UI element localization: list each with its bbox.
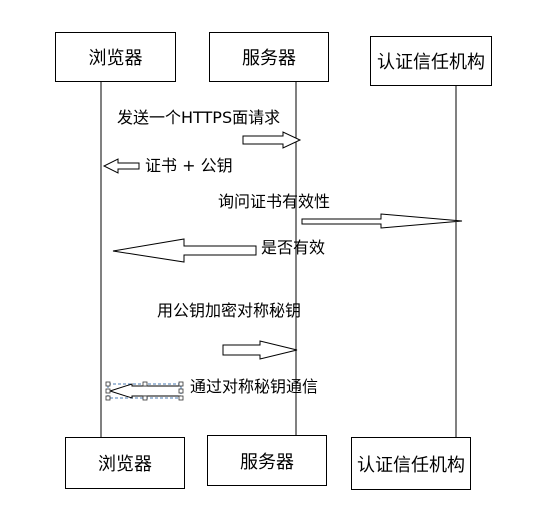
https-request-label: 发送一个HTTPS面请求 [117, 108, 281, 127]
cert-pubkey-arrow [102, 158, 140, 174]
browser-box-top: 浏览器 [55, 32, 176, 82]
valid-response-arrow [112, 238, 257, 263]
symmetric-comm-arrow [105, 381, 184, 401]
verify-cert-arrow [301, 213, 463, 229]
https-request-arrow [242, 131, 302, 149]
verify-cert-label: 询问证书有效性 [218, 192, 331, 211]
ca-box-top: 认证信任机构 [370, 36, 492, 86]
valid-label: 是否有效 [261, 238, 326, 257]
cert-pubkey-label: 证书 + 公钥 [145, 156, 233, 175]
symmetric-comm-label: 通过对称秘钥通信 [190, 377, 319, 396]
encrypt-key-label: 用公钥加密对称秘钥 [157, 301, 302, 320]
ca-box-bottom: 认证信任机构 [351, 437, 471, 490]
server-box-top: 服务器 [209, 32, 329, 82]
browser-box-bottom: 浏览器 [65, 437, 185, 489]
encrypt-key-arrow [222, 340, 298, 360]
server-box-bottom: 服务器 [207, 435, 327, 486]
